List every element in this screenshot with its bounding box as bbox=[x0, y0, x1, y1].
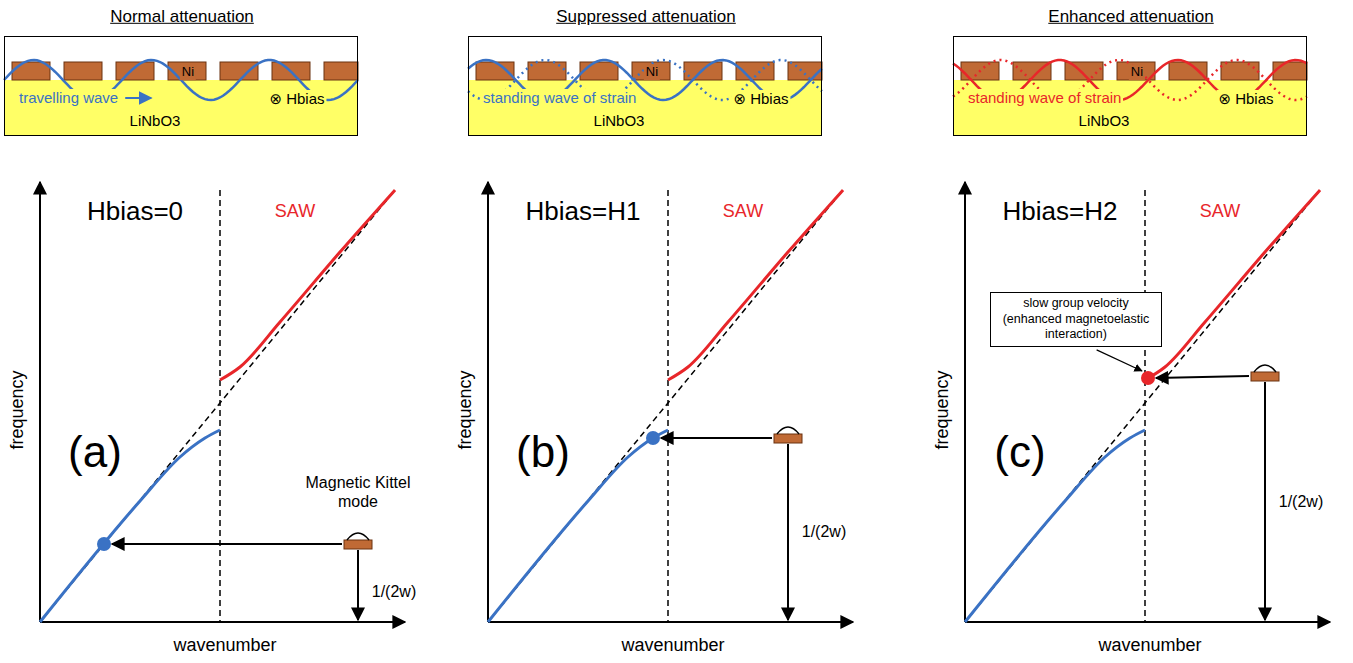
lower-branch bbox=[965, 430, 1145, 622]
ni-block bbox=[632, 62, 670, 80]
substrate-label: LiNbO3 bbox=[128, 112, 183, 130]
axis-title: frequency bbox=[455, 370, 477, 449]
substrate-label: LiNbO3 bbox=[592, 112, 647, 130]
field-label: ⊗ Hbias bbox=[731, 90, 790, 108]
arrow-ground bbox=[122, 91, 156, 105]
x-axis bbox=[40, 621, 405, 623]
panel-title: Suppressed attenuation bbox=[556, 7, 736, 27]
panel-letter: (b) bbox=[516, 426, 570, 479]
panel-title: Normal attenuation bbox=[110, 7, 254, 27]
callout-text: slow group velocity (enhanced magnetoela… bbox=[996, 296, 1156, 343]
zone-boundary bbox=[219, 190, 221, 622]
wave-label: standing wave of strain bbox=[481, 89, 638, 107]
wavenumber-label: 1/(2w) bbox=[372, 582, 416, 601]
coupling-arrow bbox=[112, 543, 342, 545]
coupling-arrow bbox=[661, 437, 772, 439]
field-value: Hbias=H1 bbox=[526, 196, 641, 227]
wavenumber-label: 1/(2w) bbox=[1279, 492, 1323, 511]
dashed-diagonal bbox=[965, 190, 1320, 622]
cross-section bbox=[4, 60, 358, 136]
y-axis bbox=[964, 182, 966, 622]
ni-block bbox=[116, 62, 154, 80]
axis-title: frequency bbox=[932, 370, 954, 449]
cross-section-frame: Suppressed attenuationNistanding wave of… bbox=[468, 36, 822, 136]
field-value: Hbias=H2 bbox=[1003, 196, 1118, 227]
kittel-mode-arc bbox=[777, 427, 799, 434]
field-label: ⊗ Hbias bbox=[1216, 90, 1275, 108]
y-axis bbox=[487, 182, 489, 622]
ni-block bbox=[1273, 62, 1307, 80]
kittel-bar bbox=[1251, 372, 1279, 381]
cross-section bbox=[953, 60, 1307, 136]
kittel-mode-arc bbox=[347, 533, 369, 540]
dashed-diagonal bbox=[40, 190, 395, 622]
ni-block bbox=[1221, 62, 1259, 80]
callout-leader bbox=[1097, 350, 1142, 371]
mode-dot bbox=[1141, 371, 1155, 385]
field-label: ⊗ Hbias bbox=[267, 90, 326, 108]
layer-label: Ni bbox=[1129, 64, 1145, 80]
callout-box: slow group velocity (enhanced magnetoela… bbox=[990, 292, 1162, 347]
saw-branch bbox=[668, 190, 843, 380]
ni-block bbox=[220, 62, 258, 80]
mode-dot bbox=[97, 537, 111, 551]
ni-block bbox=[788, 62, 822, 80]
panel-title: Enhanced attenuation bbox=[1048, 7, 1213, 27]
mode-label: Magnetic Kittel mode bbox=[298, 473, 418, 511]
panel-letter: (a) bbox=[68, 426, 122, 479]
wave-label: standing wave of strain bbox=[966, 89, 1123, 107]
dispersion-plot bbox=[488, 182, 853, 622]
kittel-bar bbox=[774, 434, 802, 443]
kittel-mode-arc bbox=[1254, 365, 1276, 372]
axis-title: frequency bbox=[7, 370, 29, 449]
zone-boundary bbox=[1144, 190, 1146, 622]
saw-branch bbox=[220, 190, 395, 380]
axis-title: wavenumber bbox=[1098, 635, 1201, 657]
travel-arrow bbox=[125, 97, 151, 99]
field-value: Hbias=0 bbox=[87, 196, 183, 227]
substrate bbox=[4, 80, 358, 136]
lower-branch bbox=[488, 430, 668, 622]
x-axis bbox=[965, 621, 1330, 623]
layer-label: Ni bbox=[180, 64, 196, 80]
wave-label: travelling wave bbox=[17, 89, 120, 107]
zone-boundary bbox=[667, 190, 669, 622]
mode-dot bbox=[646, 431, 660, 445]
dispersion-plot bbox=[965, 182, 1330, 622]
y-axis bbox=[39, 182, 41, 622]
coupling-arrow bbox=[1156, 376, 1249, 378]
ni-block bbox=[1169, 62, 1207, 80]
ni-block bbox=[580, 62, 618, 80]
branch-label: SAW bbox=[275, 201, 315, 223]
ni-block bbox=[324, 62, 358, 80]
dispersion-plot bbox=[40, 182, 405, 622]
wavenumber-arrow bbox=[357, 550, 359, 620]
wavenumber-arrow bbox=[1264, 382, 1266, 620]
layer-label: Ni bbox=[644, 64, 660, 80]
axis-title: wavenumber bbox=[173, 635, 276, 657]
lower-branch bbox=[40, 430, 220, 622]
wavenumber-label: 1/(2w) bbox=[802, 522, 846, 541]
substrate bbox=[468, 80, 822, 136]
panel-letter: (c) bbox=[994, 426, 1045, 479]
cross-section-frame: Normal attenuationNitravelling waveLiNbO… bbox=[4, 36, 358, 136]
substrate bbox=[953, 80, 1307, 136]
kittel-bar bbox=[344, 540, 372, 549]
dashed-diagonal bbox=[488, 190, 843, 622]
x-axis bbox=[488, 621, 853, 623]
branch-label: SAW bbox=[723, 201, 763, 223]
substrate-label: LiNbO3 bbox=[1077, 112, 1132, 130]
cross-section-frame: Enhanced attenuationNistanding wave of s… bbox=[953, 36, 1307, 136]
wavenumber-arrow bbox=[787, 444, 789, 620]
saw-branch bbox=[1145, 190, 1320, 380]
ni-block bbox=[64, 62, 102, 80]
branch-label: SAW bbox=[1200, 201, 1240, 223]
axis-title: wavenumber bbox=[621, 635, 724, 657]
cross-section bbox=[468, 60, 822, 136]
